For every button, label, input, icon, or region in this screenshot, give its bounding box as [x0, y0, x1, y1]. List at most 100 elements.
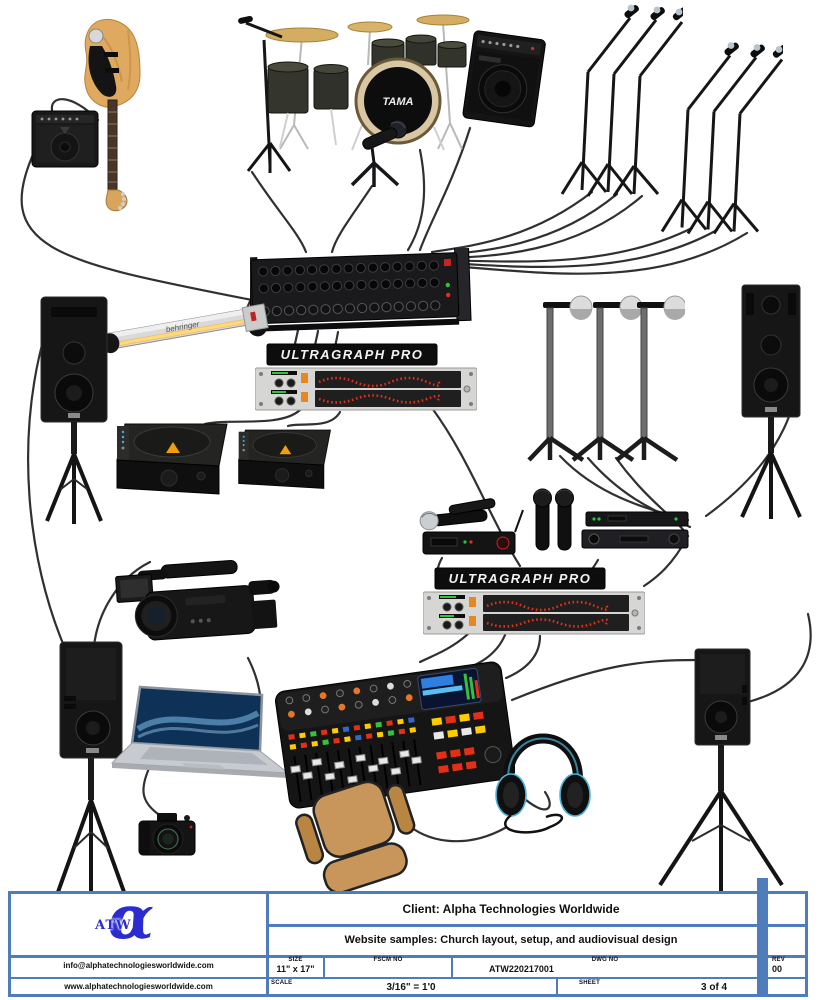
cable: [330, 184, 374, 254]
power-switch: [250, 311, 257, 322]
cymbal: [347, 21, 393, 33]
rev-column-bar: [757, 878, 768, 997]
mixer-faders: [290, 739, 422, 802]
condenser-mic-stands: [525, 280, 685, 465]
eq-slider-row: [483, 614, 629, 631]
rev-label: REV: [772, 957, 785, 963]
wireless-handheld-mics-receivers: [528, 486, 693, 564]
laptop: [110, 685, 295, 795]
eq-box: [266, 343, 438, 366]
divider: [451, 955, 453, 978]
eq-ultragraph-2: ULTRAGRAPH PRO: [423, 566, 645, 636]
divider: [323, 955, 325, 978]
led-red: [445, 292, 451, 298]
microphone: [650, 7, 665, 21]
handheld-mic: [419, 509, 488, 531]
tripod: [658, 789, 784, 891]
amp-control-strip: [476, 34, 542, 56]
monitor-wedge-2: [237, 418, 333, 503]
tripod: [56, 799, 126, 896]
floor-toms: [267, 61, 349, 114]
cable: [27, 328, 66, 648]
divider: [266, 894, 269, 994]
sheet-value: 3 of 4: [701, 982, 728, 993]
amp-logo: [60, 127, 70, 134]
tripod: [45, 453, 103, 524]
microphone: [750, 44, 765, 58]
handheld-mic: [555, 488, 574, 551]
camera-handle: [160, 560, 238, 579]
cable: [442, 226, 694, 263]
eq-left-panel: [271, 371, 308, 406]
dwg-label: DWG NO: [591, 957, 619, 963]
headband: [503, 733, 583, 780]
rack-light: behringer: [95, 300, 275, 358]
size-value: 11" x 17": [276, 964, 315, 974]
title-block: α ATW Client: Alpha Technologies Worldwi…: [8, 878, 808, 997]
mixer-right-section: [431, 711, 502, 774]
fscm-label: FSCM NO: [373, 957, 403, 963]
chair-seat: [312, 780, 395, 858]
handheld-mic: [533, 488, 552, 551]
camera-viewfinder: [248, 579, 275, 596]
xlr-inputs: [258, 260, 440, 294]
handheld-mic: [448, 498, 496, 515]
amp-control-strip: [36, 115, 94, 123]
tripod: [740, 452, 802, 519]
wedge-panel: [238, 431, 249, 462]
microphone: [724, 42, 739, 56]
wedge-grille: [252, 432, 317, 458]
cymbal: [416, 14, 470, 26]
mixer-buttons: [288, 717, 417, 750]
dwg-value: ATW220217001: [489, 964, 554, 974]
divider: [11, 955, 805, 958]
mic-stand: [527, 295, 593, 462]
mic-stand: [571, 295, 643, 462]
guitar-amp: [30, 105, 100, 170]
mixing-console: [275, 648, 515, 818]
headphone-cable: [504, 813, 563, 834]
scale-value: 3/16" = 1'0: [386, 982, 436, 993]
chair-armrest: [386, 783, 416, 835]
monitor-wedge-1: [115, 418, 230, 503]
cable: [286, 410, 342, 428]
pa-speaker-bottom-left: [50, 640, 140, 900]
cable: [510, 658, 699, 702]
drum-mic: [340, 115, 425, 190]
client-title: Client: Alpha Technologies Worldwide: [402, 902, 620, 916]
video-camera: [112, 555, 282, 665]
electric-guitar: [78, 12, 148, 212]
company-website: www.alphatechnologiesworldwide.com: [64, 982, 213, 991]
mic-stand: [615, 295, 685, 462]
cable: [504, 634, 542, 680]
led-green: [445, 282, 451, 288]
sheet-label: SHEET: [579, 980, 601, 986]
project-title: Website samples: Church layout, setup, a…: [344, 934, 678, 946]
scale-label: SCALE: [271, 980, 293, 986]
guitar-neck: [107, 99, 118, 191]
pa-speaker-top-left: [35, 293, 125, 528]
operator-chair: [295, 775, 445, 893]
wedge-grille: [133, 426, 211, 458]
pa-speaker-top-right: [732, 283, 819, 523]
wedge-logo-triangle: [279, 445, 292, 455]
cable: [203, 408, 302, 426]
headphones: [490, 715, 595, 835]
wireless-mic-system: [415, 490, 525, 562]
laptop-keyboard: [140, 747, 268, 765]
camera-battery: [251, 599, 278, 629]
cable: [450, 231, 749, 275]
microphone: [624, 5, 639, 19]
cable: [446, 228, 719, 269]
cable: [406, 148, 426, 252]
tama-logo: TAMA: [383, 96, 414, 108]
drum-boom-mic-stand: [236, 15, 296, 175]
eq-slider-row: [315, 390, 461, 407]
stagebox-red-button: [443, 258, 452, 267]
logo-atw-text: ATW: [95, 918, 132, 933]
cable: [418, 632, 470, 664]
dslr-camera: [135, 805, 200, 870]
mixer-knobs: [285, 679, 413, 718]
pa-speaker-bottom-right: [650, 645, 790, 895]
